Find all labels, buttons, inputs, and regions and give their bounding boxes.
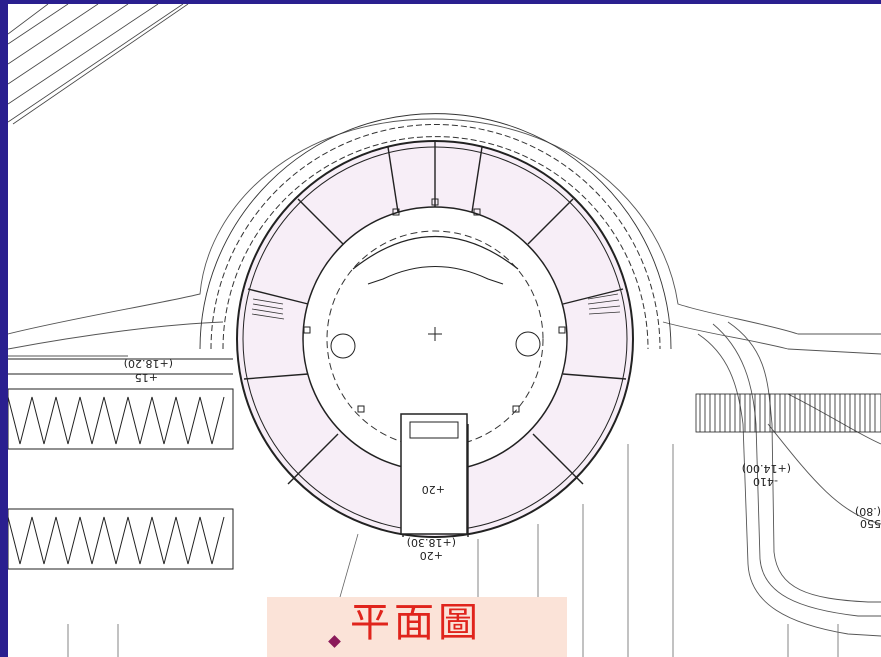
east-edge-level-note: (.80) [855,505,881,518]
caption-title: 平面圖 [350,600,482,646]
hatched-band-right [695,393,881,433]
rotunda [236,140,634,538]
west-level-label: +15 [135,371,158,384]
caption-box [267,597,567,657]
east-level-note: (+14.00) [742,462,791,475]
roof-hatching [8,4,189,125]
site-curves [8,118,881,637]
east-edge-level-label: 550 [860,517,881,530]
floor-plan-svg: +15 (+18.20) +20 (+18.30) +20 -410 (+14.… [8,4,881,657]
level-labels: +15 (+18.20) +20 (+18.30) +20 -410 (+14.… [124,357,881,562]
south-level-note: (+18.30) [407,536,456,549]
parking-zigzag-left [8,358,234,570]
colonnade-rings [199,113,672,350]
floor-plan-drawing: +15 (+18.20) +20 (+18.30) +20 -410 (+14.… [8,4,881,657]
east-level-label: -410 [753,475,778,488]
center-level-label: +20 [422,483,445,496]
west-level-note: (+18.20) [124,357,173,370]
south-level-label: +20 [420,549,443,562]
